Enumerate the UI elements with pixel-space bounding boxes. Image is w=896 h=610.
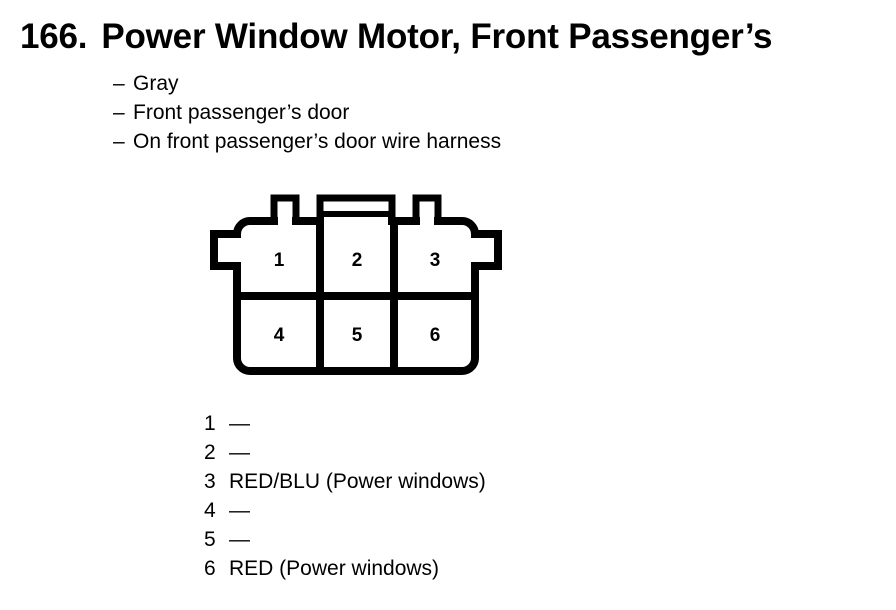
pin-number: 3 (204, 470, 216, 493)
dash-icon: – (113, 101, 125, 124)
entry-number: 166. (20, 17, 88, 56)
attribute-text: On front passenger’s door wire harness (133, 130, 502, 153)
pin-wire-label: — (229, 528, 250, 551)
cavity-label-2: 2 (352, 250, 363, 271)
pin-assignment-row: 1 — (204, 409, 764, 438)
attribute-item: – Front passenger’s door (113, 98, 733, 127)
cavity-label-3: 3 (430, 250, 441, 271)
entry-title: Power Window Motor, Front Passenger’s (101, 17, 773, 56)
connector-diagram: 1 2 3 4 5 6 (196, 188, 516, 384)
pin-assignment-list: 1 — 2 — 3 RED/BLU (Power windows) 4 — 5 … (204, 409, 764, 583)
pin-assignment-row: 5 — (204, 525, 764, 554)
left-key-notch (210, 230, 237, 270)
pin-assignment-row: 3 RED/BLU (Power windows) (204, 467, 764, 496)
right-key-notch (475, 230, 502, 270)
pin-assignment-row: 4 — (204, 496, 764, 525)
cavity-label-1: 1 (274, 250, 285, 271)
attribute-text: Front passenger’s door (133, 101, 350, 124)
pin-number: 2 (204, 441, 216, 464)
pin-wire-label: — (229, 499, 250, 522)
cavity-label-5: 5 (352, 325, 363, 346)
pin-number: 6 (204, 557, 216, 580)
pin-assignment-row: 2 — (204, 438, 764, 467)
attribute-text: Gray (133, 72, 179, 95)
attribute-list: – Gray – Front passenger’s door – On fro… (113, 69, 733, 156)
pin-wire-label: — (229, 441, 250, 464)
attribute-item: – Gray (113, 69, 733, 98)
pin-number: 4 (204, 499, 216, 522)
cavity-label-4: 4 (274, 325, 285, 346)
dash-icon: – (113, 130, 125, 153)
attribute-item: – On front passenger’s door wire harness (113, 127, 733, 156)
pin-assignment-row: 6 RED (Power windows) (204, 554, 764, 583)
pin-wire-label: — (229, 412, 250, 435)
pin-number: 1 (204, 412, 216, 435)
pin-number: 5 (204, 528, 216, 551)
page-title: 166. Power Window Motor, Front Passenger’… (20, 17, 880, 57)
pin-wire-label: RED/BLU (Power windows) (229, 470, 486, 493)
pin-wire-label: RED (Power windows) (229, 557, 440, 580)
connector-outline-svg: 1 2 3 4 5 6 (210, 194, 502, 375)
cavity-label-6: 6 (430, 325, 441, 346)
dash-icon: – (113, 72, 125, 95)
